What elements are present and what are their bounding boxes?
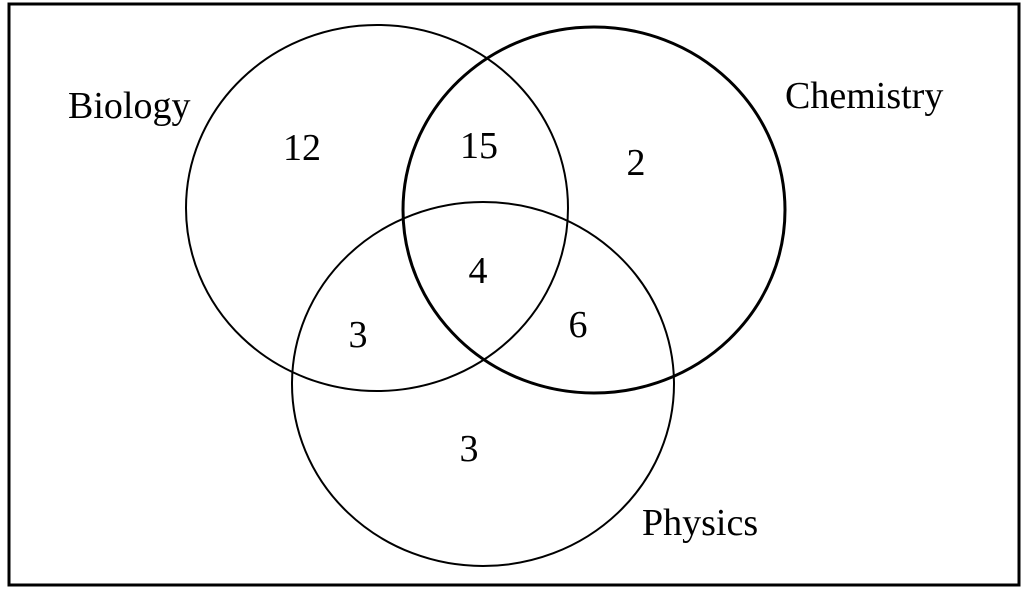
biology-only-count: 12	[283, 127, 321, 169]
biology-label: Biology	[68, 85, 190, 127]
chemistry-only-count: 2	[627, 142, 646, 184]
physics-circle	[291, 201, 675, 567]
chemistry-label: Chemistry	[785, 75, 943, 117]
chemistry-physics-count: 6	[569, 304, 588, 346]
biology-chemistry-count: 15	[460, 125, 498, 167]
biology-physics-count: 3	[349, 314, 368, 356]
physics-label: Physics	[642, 502, 758, 544]
diagram-frame	[7, 2, 1021, 587]
physics-only-count: 3	[460, 428, 479, 470]
biology-circle	[185, 24, 569, 392]
all-three-count: 4	[469, 250, 488, 292]
chemistry-circle	[401, 25, 787, 395]
